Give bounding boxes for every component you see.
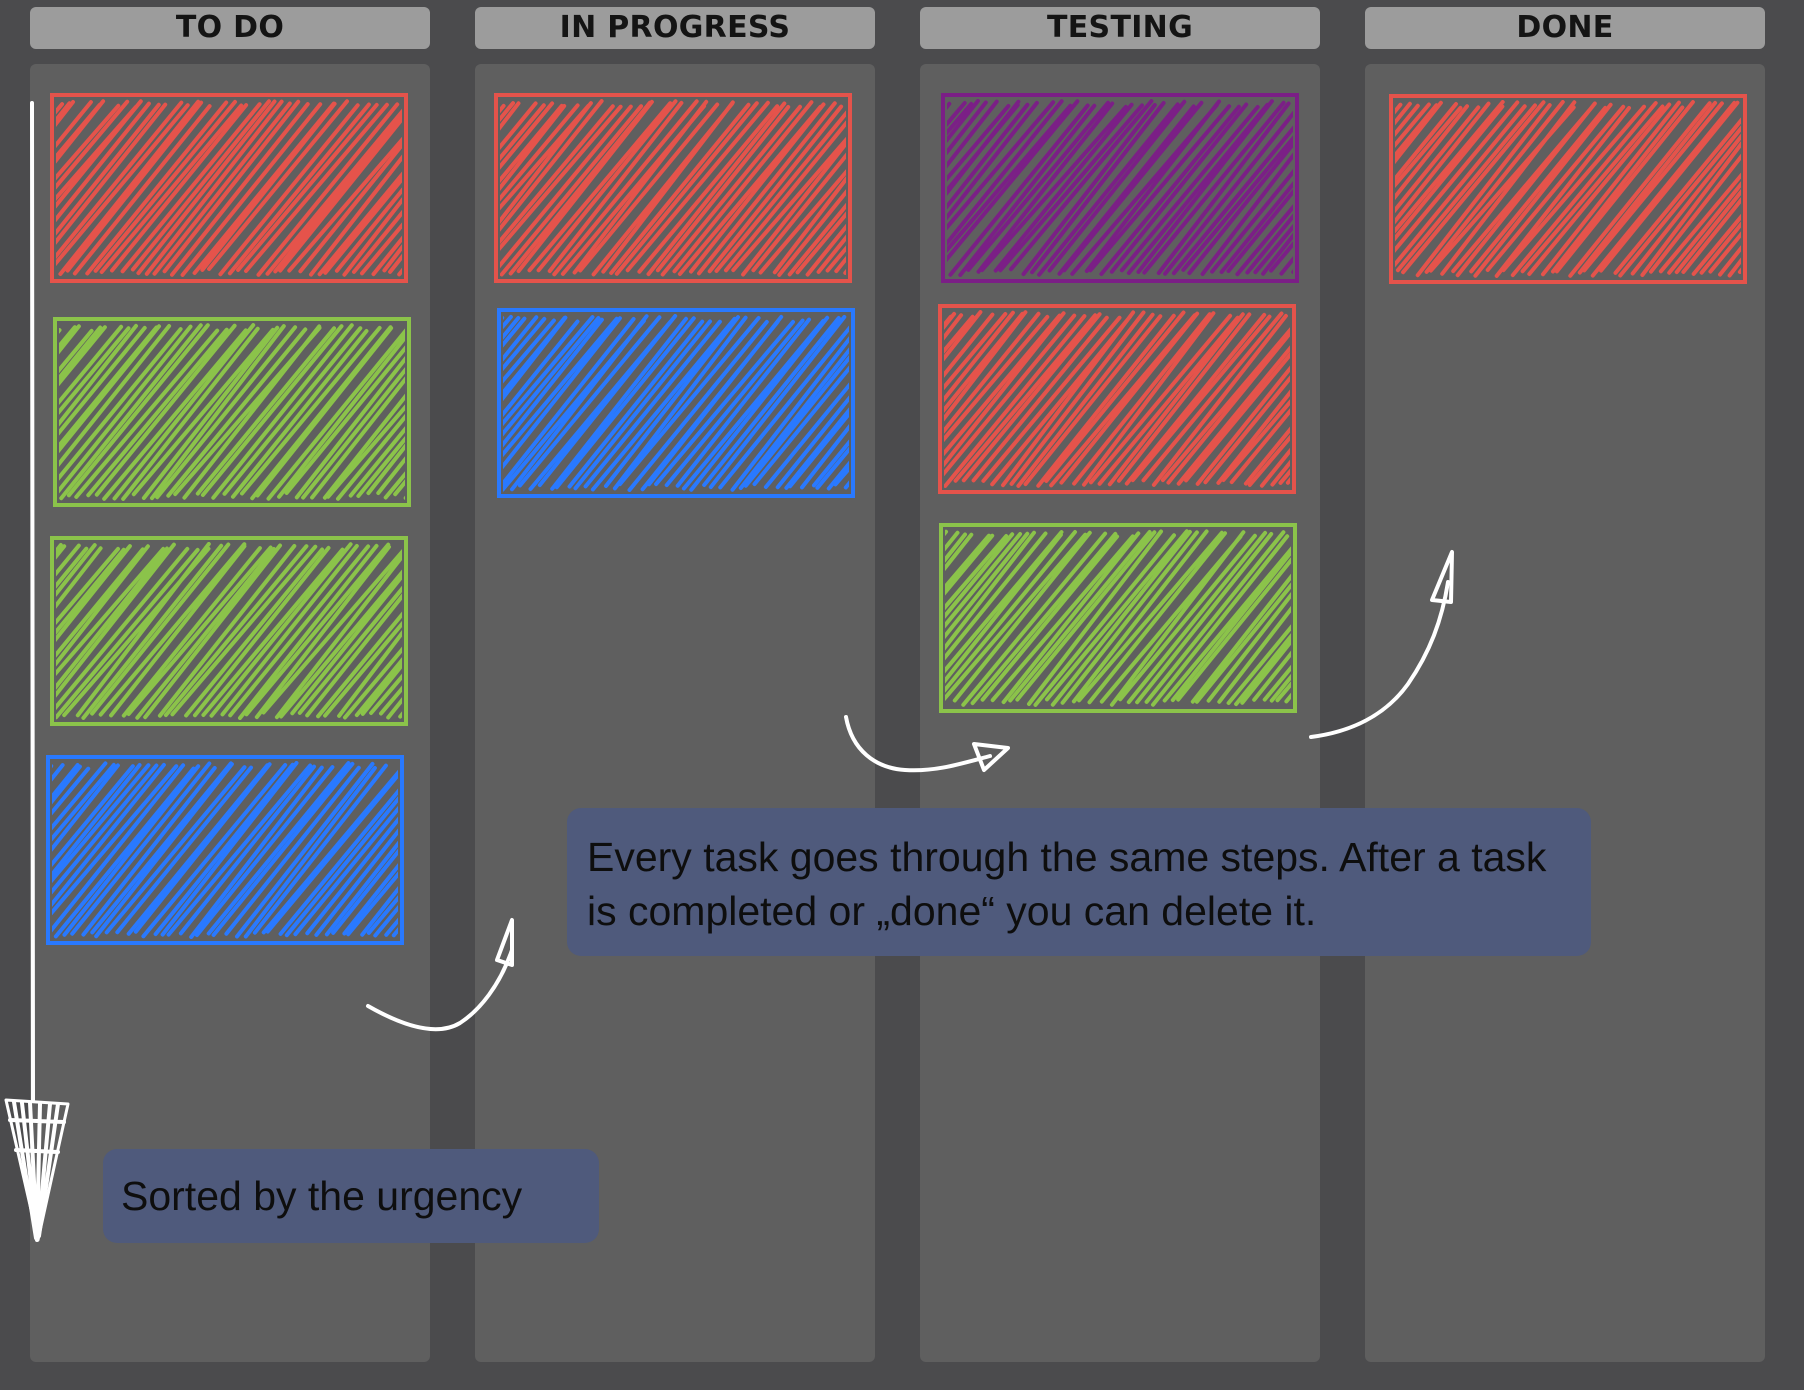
workflow-note: Every task goes through the same steps. …	[567, 808, 1591, 956]
scribble-fill-red	[50, 93, 408, 283]
scribble-fill-green	[939, 523, 1297, 713]
column-header-testing: TESTING	[920, 7, 1320, 49]
scribble-fill-purple	[941, 93, 1299, 283]
scribble-fill-green	[50, 536, 408, 726]
scribble-fill-blue	[497, 308, 855, 498]
sorting-note: Sorted by the urgency	[103, 1149, 599, 1243]
task-card-in-progress-1[interactable]	[494, 93, 852, 283]
scribble-fill-green	[53, 317, 411, 507]
task-card-testing-1[interactable]	[941, 93, 1299, 283]
scribble-fill-red	[938, 304, 1296, 494]
scribble-fill-red	[1389, 94, 1747, 284]
task-card-todo-2[interactable]	[53, 317, 411, 507]
task-card-testing-2[interactable]	[938, 304, 1296, 494]
scribble-fill-blue	[46, 755, 404, 945]
task-card-in-progress-2[interactable]	[497, 308, 855, 498]
column-header-done: DONE	[1365, 7, 1765, 49]
column-header-todo: TO DO	[30, 7, 430, 49]
task-card-todo-3[interactable]	[50, 536, 408, 726]
scribble-fill-red	[494, 93, 852, 283]
task-card-testing-3[interactable]	[939, 523, 1297, 713]
task-card-done-1[interactable]	[1389, 94, 1747, 284]
column-header-in-progress: IN PROGRESS	[475, 7, 875, 49]
task-card-todo-4[interactable]	[46, 755, 404, 945]
task-card-todo-1[interactable]	[50, 93, 408, 283]
